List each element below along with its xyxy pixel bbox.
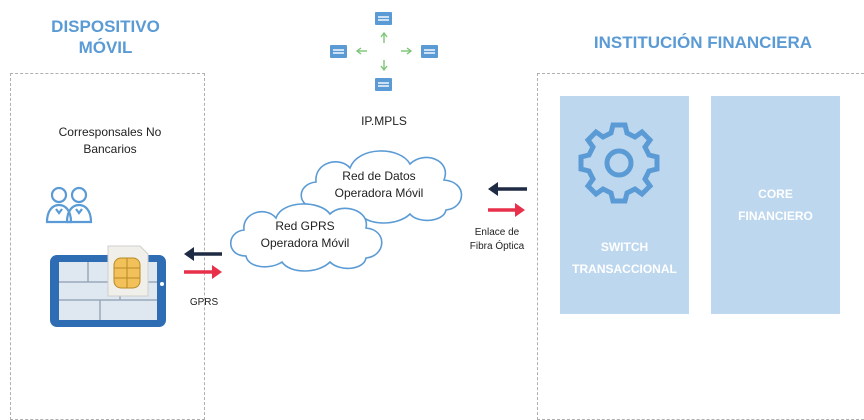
institution-title: INSTITUCIÓN FINANCIERA [593, 33, 813, 52]
diagram-graphics [45, 12, 660, 327]
cloud-icon [300, 150, 463, 224]
fiber-label-line1: Enlace de [474, 227, 520, 238]
cnb-label: Corresponsales No Bancarios [30, 124, 190, 158]
device-title: DISPOSITIVO MÓVIL [48, 16, 163, 58]
cloud2-label-line1: Red GPRS [275, 219, 335, 233]
mpls-label: IP.MPLS [361, 114, 407, 128]
users-icon [45, 186, 93, 224]
cloud2-label-line2: Operadora Móvil [260, 236, 350, 250]
fiber-label-line2: Fibra Óptica [469, 241, 525, 252]
cnb-label-line2: Bancarios [83, 142, 137, 156]
device-title-line2: MÓVIL [78, 38, 133, 57]
core-panel: CORE FINANCIERO [711, 96, 840, 314]
cloud1-label: Red de Datos Operadora Móvil [320, 168, 438, 202]
cloud1-label-line1: Red de Datos [342, 169, 416, 183]
switch-label: SWITCH TRANSACCIONAL [560, 236, 689, 280]
gear-icon [578, 122, 660, 204]
gprs-arrows [184, 247, 222, 279]
cnb-label-line1: Corresponsales No [58, 125, 162, 139]
fiber-arrows [488, 182, 527, 217]
fiber-label: Enlace de Fibra Óptica [460, 226, 534, 254]
switch-label-line2: TRANSACCIONAL [572, 262, 677, 276]
device-title-line1: DISPOSITIVO [51, 17, 160, 36]
switch-label-line1: SWITCH [600, 240, 649, 254]
cloud1-label-line2: Operadora Móvil [334, 186, 424, 200]
gprs-label: GPRS [189, 297, 219, 308]
core-label-line2: FINANCIERO [738, 209, 813, 223]
core-label-line1: CORE [758, 187, 793, 201]
cloud-icon [229, 203, 383, 272]
sim-card-icon [107, 245, 149, 297]
mpls-network-icon [330, 12, 438, 91]
cloud2-label: Red GPRS Operadora Móvil [246, 218, 364, 252]
core-label: CORE FINANCIERO [711, 183, 840, 227]
